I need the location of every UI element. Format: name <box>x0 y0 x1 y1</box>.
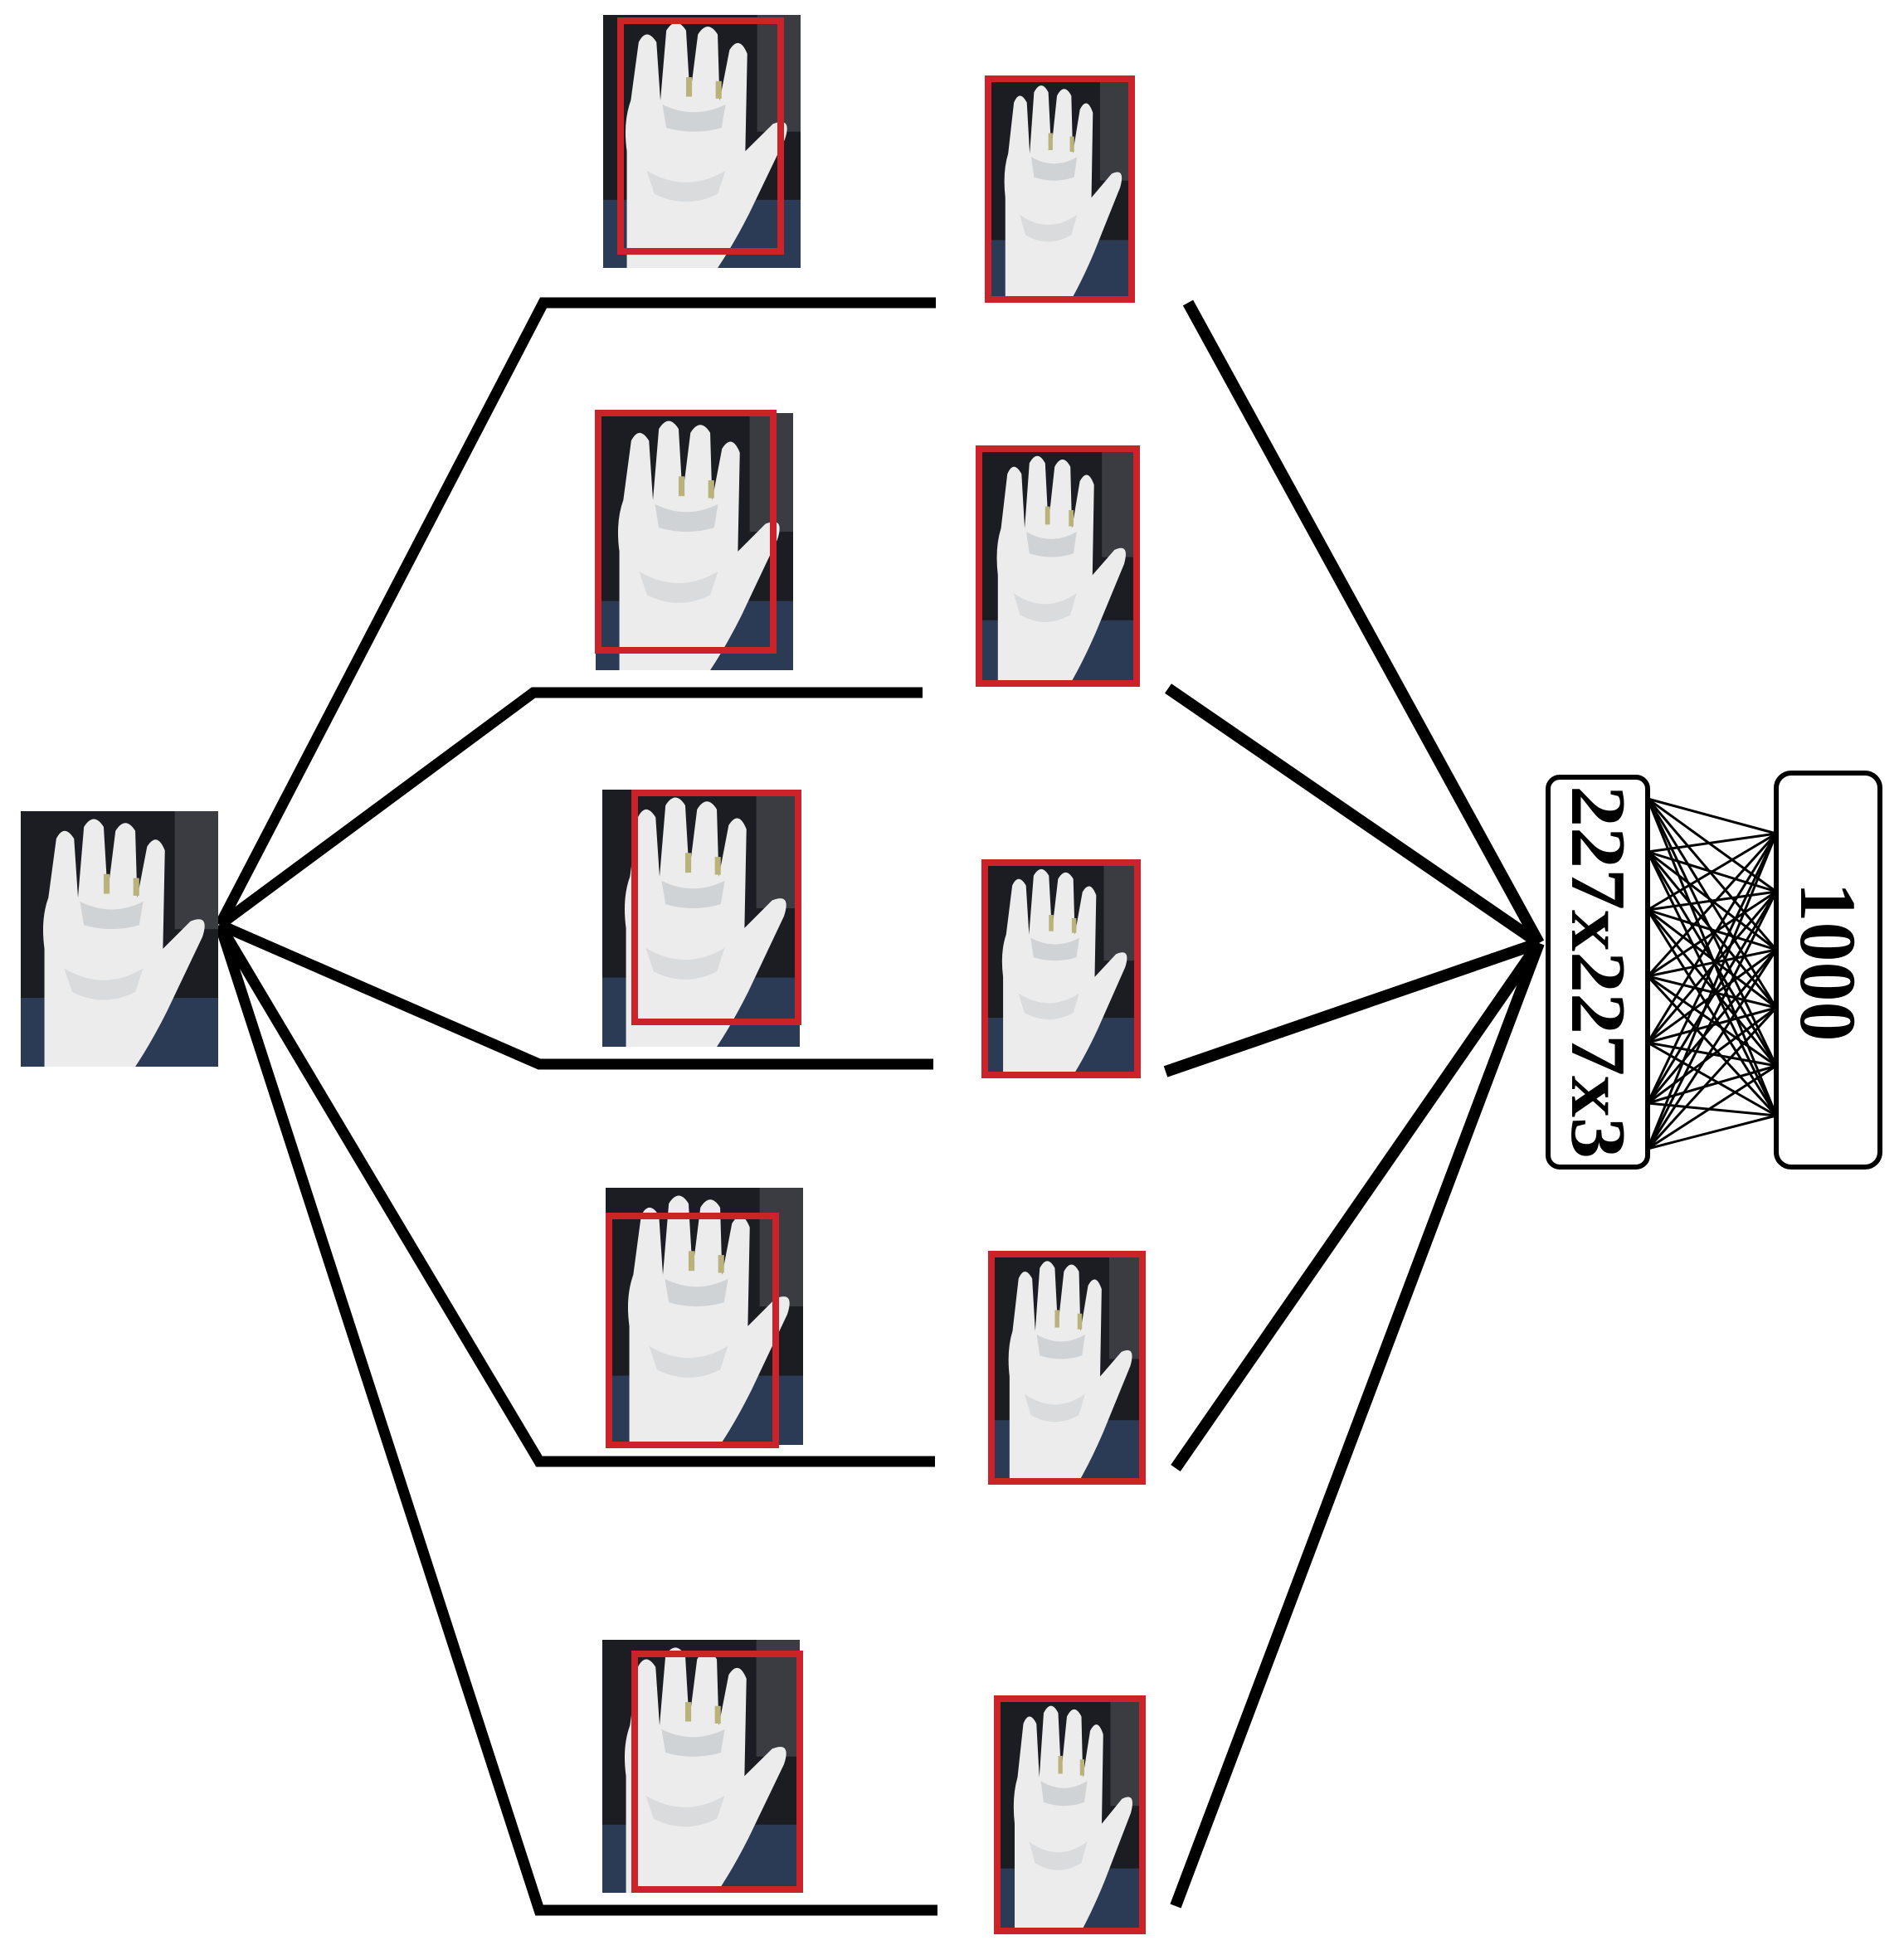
merge-line-2 <box>1165 683 1542 948</box>
dense-link-4-6 <box>1646 975 1778 1117</box>
dense-link-6-2 <box>1646 891 1778 1104</box>
cropped-hand-border-3 <box>981 859 1141 1078</box>
output-size-label: 1000 <box>1784 883 1872 1042</box>
dense-link-6-4 <box>1647 1006 1777 1105</box>
branch-line-4 <box>215 922 935 1467</box>
branch-line-2 <box>217 687 923 930</box>
dense-link-7-6 <box>1647 1114 1777 1150</box>
dense-link-6-1 <box>1646 833 1778 1104</box>
dense-link-2-1 <box>1647 832 1777 853</box>
cropped-hand-2 <box>979 449 1137 683</box>
dense-link-7-3 <box>1646 949 1778 1150</box>
dense-link-3-6 <box>1646 909 1778 1116</box>
crop-region-2 <box>595 410 777 654</box>
merge-line-5 <box>1170 941 1545 1909</box>
output-layer-box <box>1774 771 1882 1170</box>
dense-link-4-3 <box>1647 948 1777 978</box>
cropped-hand-3 <box>985 863 1137 1075</box>
input-size-label: 227x227x3 <box>1555 785 1641 1159</box>
dense-link-1-5 <box>1646 798 1778 1067</box>
branch-line-1 <box>215 297 936 927</box>
source-hand-image <box>21 811 218 1067</box>
dense-link-7-2 <box>1646 891 1778 1150</box>
input-layer-box <box>1546 775 1650 1170</box>
cropped-hand-5 <box>997 1699 1142 1931</box>
cropped-hand-4 <box>991 1254 1142 1481</box>
dense-link-7-1 <box>1646 833 1778 1150</box>
dense-link-3-2 <box>1647 890 1777 912</box>
network-block: 227x227x3 1000 <box>1546 771 1882 1170</box>
dense-link-4-1 <box>1646 832 1778 978</box>
original-photo-2 <box>596 413 793 670</box>
dense-link-3-1 <box>1647 832 1777 912</box>
dense-link-3-4 <box>1647 908 1777 1009</box>
cropped-hand-border-1 <box>985 75 1135 303</box>
connector-lines <box>214 297 1545 1916</box>
crop-region-3 <box>631 790 801 1025</box>
branch-line-3 <box>217 920 933 1070</box>
cropped-hand-1 <box>988 79 1132 299</box>
dense-link-3-5 <box>1646 909 1778 1067</box>
branch-line-5 <box>214 922 937 1916</box>
dense-link-7-5 <box>1647 1064 1777 1150</box>
dense-link-7-4 <box>1646 1006 1778 1150</box>
dense-link-3-3 <box>1647 908 1777 951</box>
crop-region-1 <box>617 17 784 255</box>
crop-region-5 <box>631 1651 803 1893</box>
dense-link-1-1 <box>1647 797 1777 835</box>
crop-region-4 <box>606 1213 779 1448</box>
cropped-hand-border-5 <box>994 1695 1146 1934</box>
dense-link-4-2 <box>1647 890 1777 978</box>
crop-tiles <box>21 15 1146 1934</box>
original-photo-1 <box>603 15 801 268</box>
merge-line-3 <box>1163 937 1541 1077</box>
merge-line-4 <box>1171 940 1544 1471</box>
dense-link-6-3 <box>1646 949 1778 1104</box>
dense-link-5-1 <box>1646 833 1778 1043</box>
cropped-hand-border-4 <box>988 1251 1146 1485</box>
cropped-hand-border-2 <box>976 445 1140 687</box>
merge-line-1 <box>1182 299 1545 946</box>
